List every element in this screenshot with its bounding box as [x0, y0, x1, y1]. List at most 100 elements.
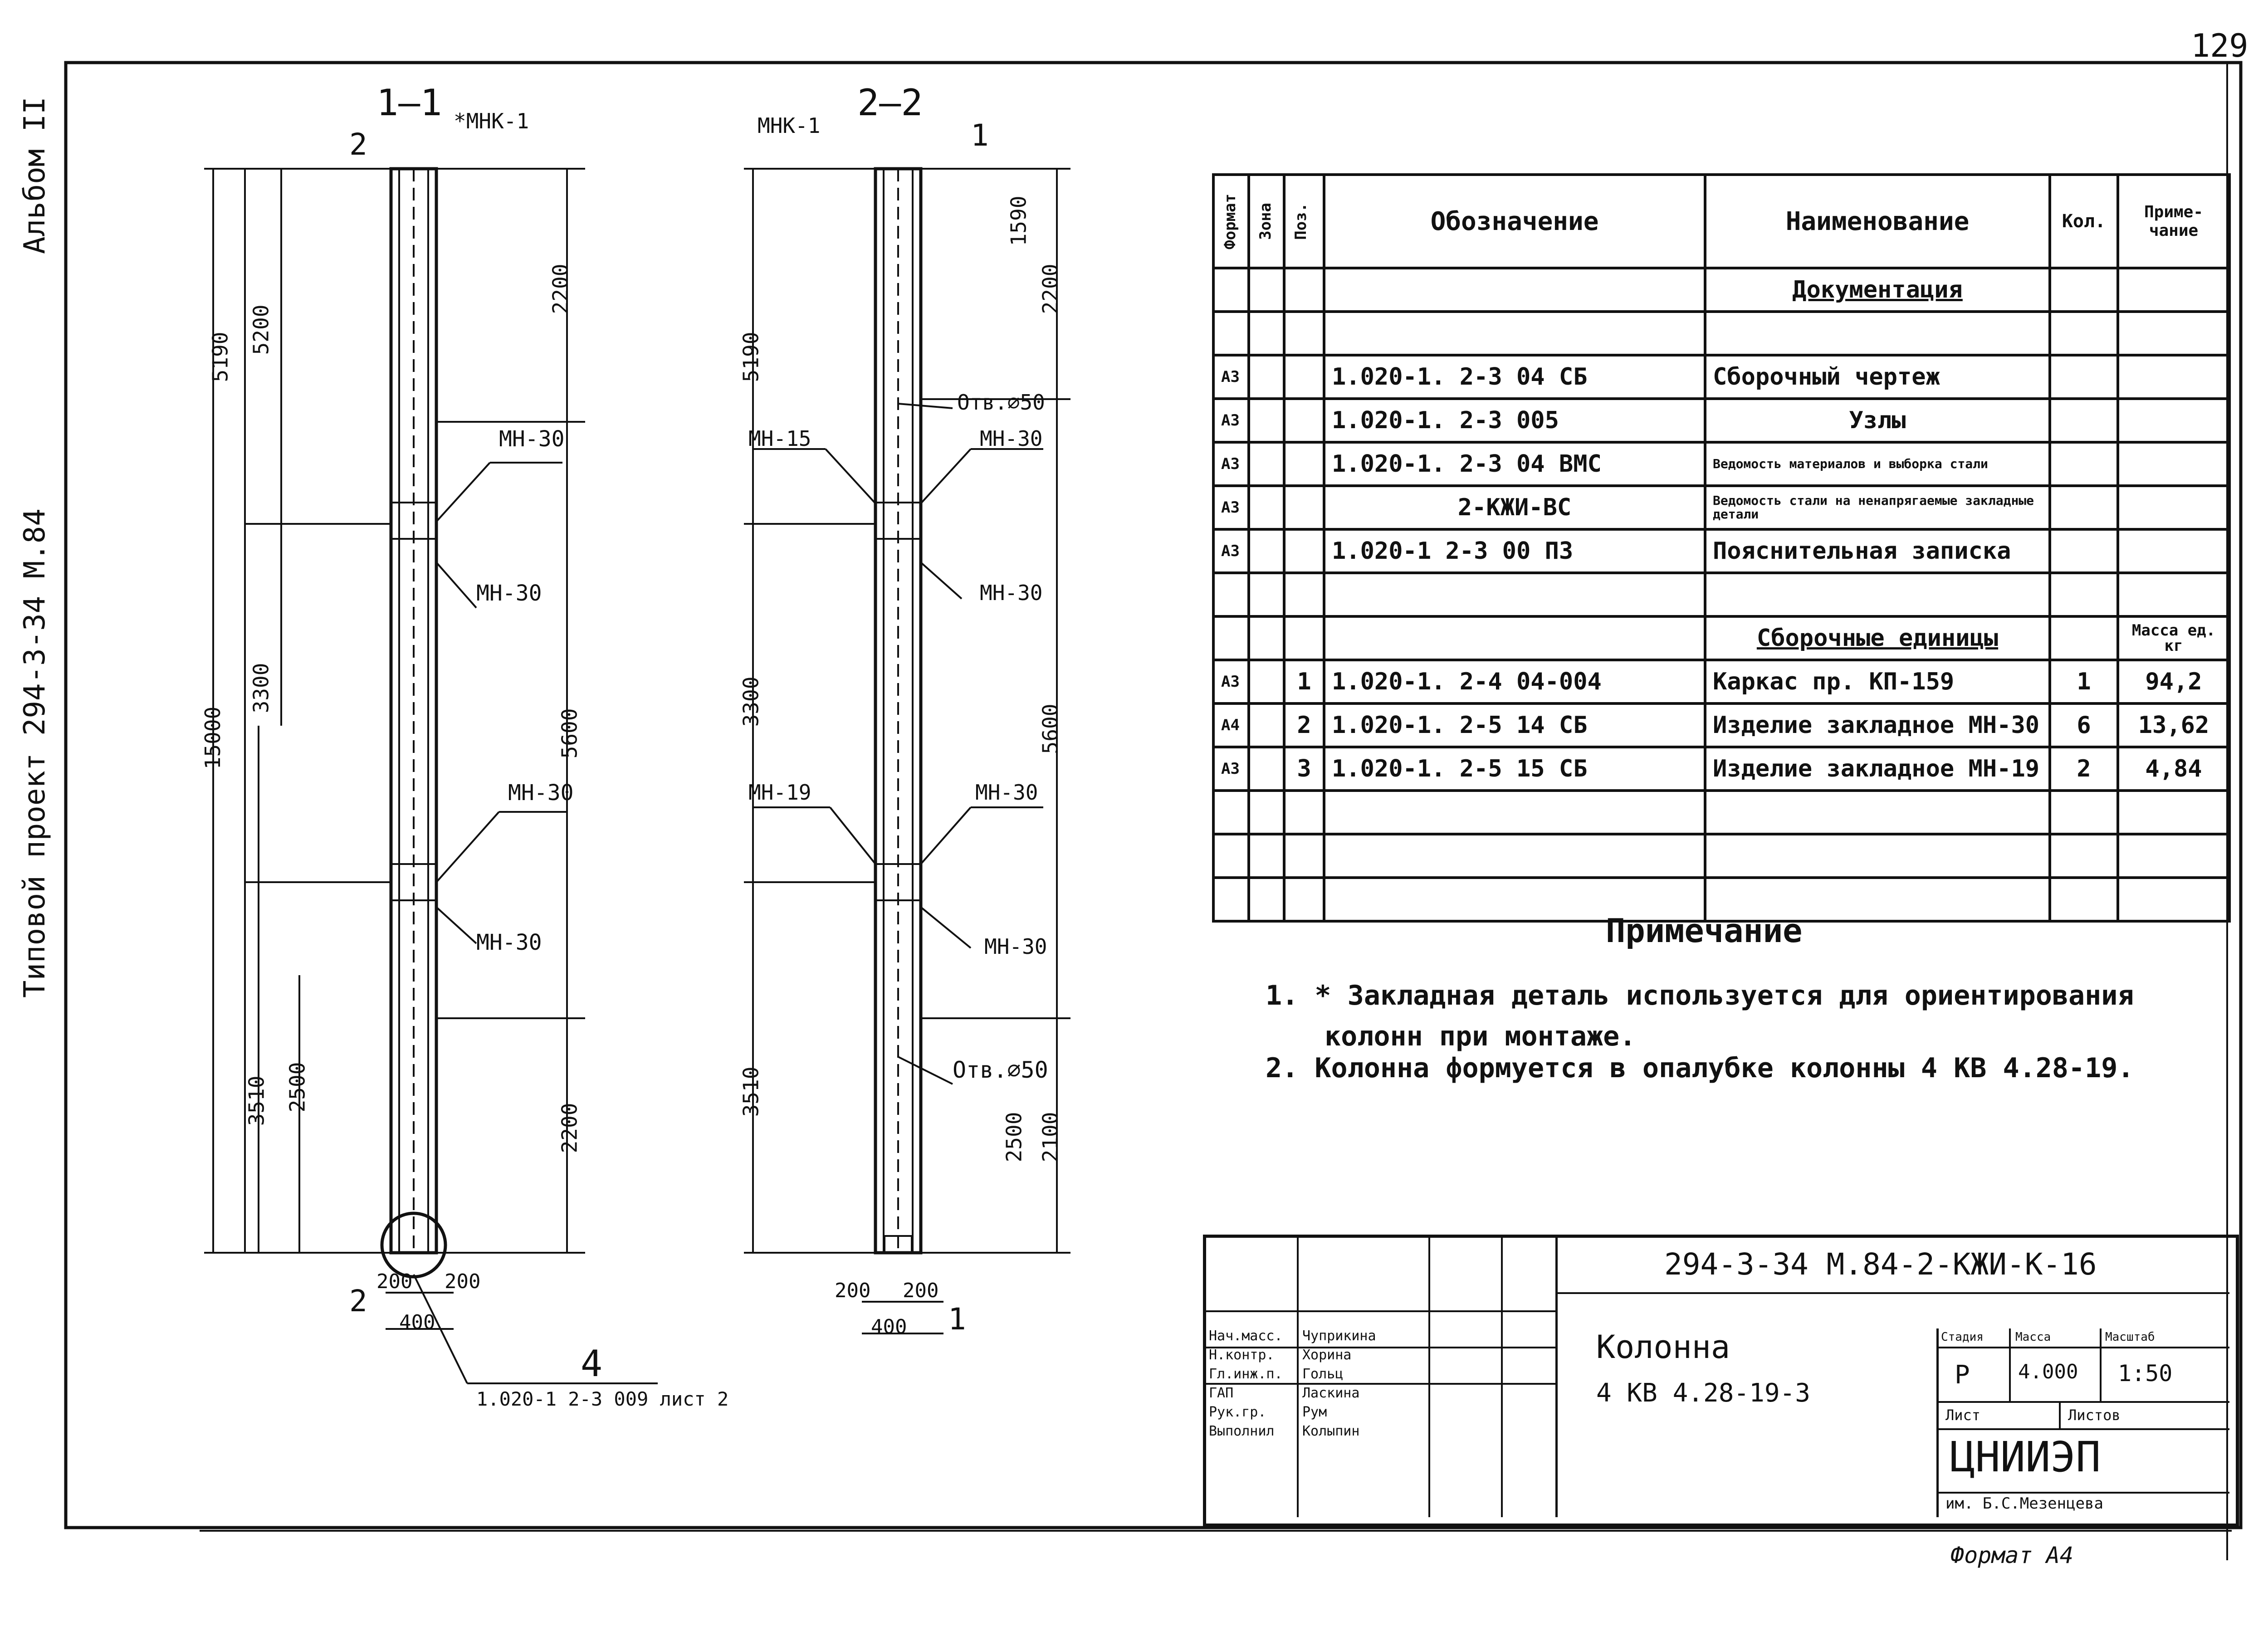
- section-1-dim-bottom: 400: [399, 1311, 435, 1334]
- spec-col-zone: Зона: [1247, 173, 1286, 269]
- spec-col-note: Приме-чание: [2116, 173, 2231, 269]
- spec-cell: 4,84: [2116, 746, 2231, 792]
- spec-cell: [1323, 833, 1706, 879]
- spec-col-format: Формат: [1212, 173, 1250, 269]
- spec-cell: [1323, 267, 1706, 313]
- spec-cell: [2048, 354, 2119, 400]
- spec-cell: [2116, 876, 2231, 923]
- section-1-dim: 5190: [208, 332, 233, 382]
- spec-cell: 2: [2048, 746, 2119, 792]
- spec-cell: [1247, 571, 1286, 618]
- spec-row: [1212, 876, 2231, 923]
- spec-cell: [2048, 789, 2119, 835]
- spec-row: [1212, 833, 2231, 879]
- spec-cell: А3: [1212, 397, 1250, 444]
- spec-cell: Изделие закладное МН-19: [1704, 746, 2051, 792]
- section-1-label-mn30-a: МН-30: [499, 426, 565, 452]
- spec-cell: [2116, 571, 2231, 618]
- section-2-dim-bottom: 200: [835, 1279, 871, 1302]
- spec-cell: 2-КЖИ-ВС: [1323, 484, 1706, 531]
- spec-cell: 1.020-1 2-3 00 ПЗ: [1323, 528, 1706, 574]
- spec-cell: Ведомость стали на ненапрягаемые закладн…: [1704, 484, 2051, 531]
- section-2-label: МН-30: [980, 426, 1043, 451]
- spec-cell: 6: [2048, 702, 2119, 748]
- spec-cell: [1704, 310, 2051, 357]
- stamp-role: Нач.масс.: [1209, 1328, 1283, 1344]
- spec-cell: [1704, 833, 2051, 879]
- spec-row: [1212, 789, 2231, 835]
- spec-cell: [2048, 310, 2119, 357]
- spec-cell: [1212, 310, 1250, 357]
- spec-cell: Сборочные единицы: [1704, 615, 2051, 661]
- section-2-label: Отв.⌀50: [957, 390, 1045, 415]
- spec-cell: 1.020-1. 2-3 005: [1323, 397, 1706, 444]
- section-1-dim: 2200: [548, 264, 573, 314]
- spec-cell: [1212, 615, 1250, 661]
- stamp-head-stage: Стадия: [1941, 1330, 1984, 1344]
- spec-cell: [1323, 789, 1706, 835]
- section-2-label: МН-19: [748, 780, 811, 805]
- spec-cell: [1247, 746, 1286, 792]
- stamp-sheets: Листов: [2068, 1406, 2121, 1424]
- section-2-dim: 2500: [1002, 1112, 1026, 1162]
- section-1-label-mn30-d: МН-30: [476, 930, 542, 955]
- notes-title: Примечание: [1606, 912, 1803, 950]
- stamp-name: Колыпин: [1302, 1423, 1360, 1439]
- spec-cell: [1283, 441, 1325, 487]
- section-1-callout-ref: 1.020-1 2-3 009 лист 2: [476, 1388, 729, 1410]
- spec-cell: [1323, 615, 1706, 661]
- section-2-dim: 5190: [738, 332, 763, 382]
- spec-cell: [1212, 876, 1250, 923]
- note-line-2: колонн при монтаже.: [1325, 1021, 1636, 1052]
- spec-cell: А3: [1212, 528, 1250, 574]
- spec-cell: А3: [1212, 659, 1250, 705]
- spec-cell: Пояснительная записка: [1704, 528, 2051, 574]
- stamp-role: Рук.гр.: [1209, 1404, 1266, 1420]
- album-label: Альбом II: [18, 97, 52, 254]
- spec-cell: [2048, 571, 2119, 618]
- spec-cell: [1247, 267, 1286, 313]
- spec-cell: А3: [1212, 484, 1250, 531]
- project-label: Типовой проект 294-3-34 М.84: [18, 508, 52, 998]
- section-1-dim-bottom: 200: [376, 1270, 413, 1293]
- spec-cell: [2116, 310, 2231, 357]
- spec-cell: [2048, 441, 2119, 487]
- spec-cell: А4: [1212, 702, 1250, 748]
- spec-cell: [1283, 615, 1325, 661]
- spec-cell: А3: [1212, 354, 1250, 400]
- spec-cell: [1247, 528, 1286, 574]
- spec-cell: Изделие закладное МН-30: [1704, 702, 2051, 748]
- stamp-role: Гл.инж.п.: [1209, 1366, 1283, 1382]
- spec-cell: [2048, 615, 2119, 661]
- section-2-mnk-label: МНК-1: [758, 113, 821, 138]
- section-2-dim: 3510: [738, 1066, 763, 1117]
- spec-cell: [1704, 876, 2051, 923]
- spec-cell: [1247, 789, 1286, 835]
- spec-cell: [1283, 833, 1325, 879]
- section-1-dim: 5600: [557, 708, 582, 759]
- page-number: 129: [2191, 27, 2248, 64]
- spec-cell: [1247, 876, 1286, 923]
- spec-cell: 3: [1283, 746, 1325, 792]
- spec-cell: [1283, 789, 1325, 835]
- spec-cell: [1212, 833, 1250, 879]
- stamp-sheet: Лист: [1945, 1406, 1981, 1424]
- spec-cell: Ведомость материалов и выборка стали: [1704, 441, 2051, 487]
- spec-cell: А3: [1212, 746, 1250, 792]
- section-1-dim: 15000: [200, 706, 225, 770]
- section-2-label: Отв.⌀50: [953, 1057, 1048, 1083]
- spec-col-qty: Кол.: [2048, 173, 2119, 269]
- spec-cell: А3: [1212, 441, 1250, 487]
- format-label: Формат А4: [1950, 1542, 2073, 1568]
- spec-cell: 1.020-1. 2-5 14 СБ: [1323, 702, 1706, 748]
- spec-cell: [1283, 310, 1325, 357]
